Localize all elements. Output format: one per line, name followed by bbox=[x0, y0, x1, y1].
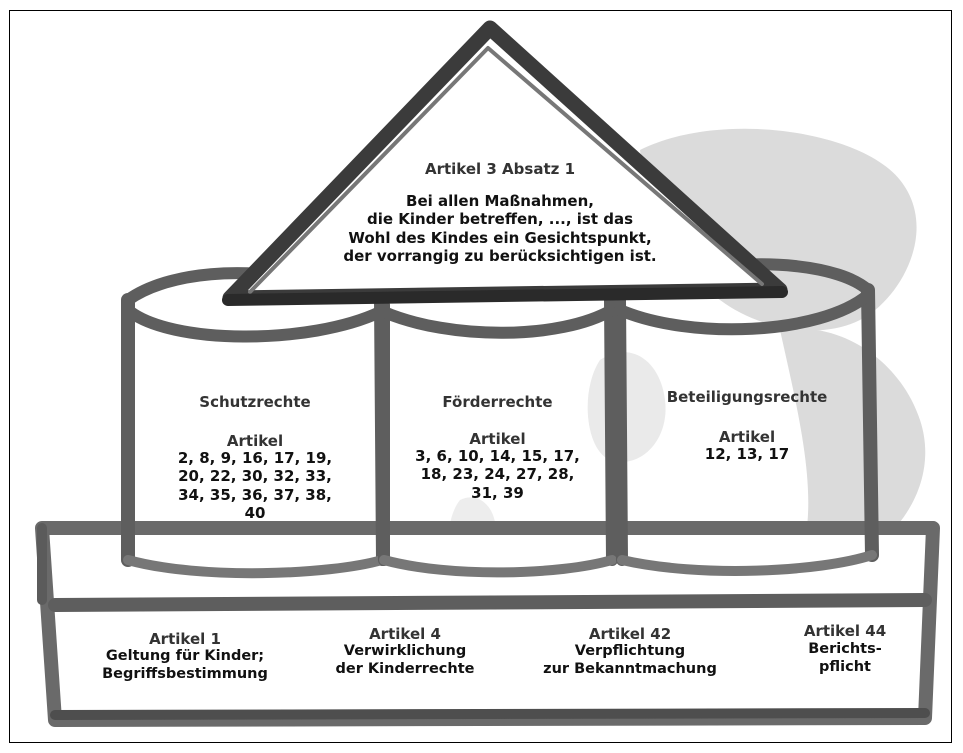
pillar-title-beteiligungsrechte: Beteiligungsrechte bbox=[666, 388, 828, 406]
pillar-label-schutzrechte: Artikel bbox=[226, 432, 284, 450]
base-text-artikel-42: Verpflichtung zur Bekanntmachung bbox=[543, 643, 717, 677]
base-text-artikel-44: Berichts- pflicht bbox=[808, 641, 882, 675]
base-heading-artikel-42: Artikel 42 bbox=[588, 625, 672, 643]
pillar-label-beteiligungsrechte: Artikel bbox=[718, 428, 776, 446]
base-text-artikel-1: Geltung für Kinder; Begriffsbestimmung bbox=[102, 648, 268, 682]
pillar-title-schutzrechte: Schutzrechte bbox=[199, 393, 311, 411]
base-heading-artikel-44: Artikel 44 bbox=[803, 622, 887, 640]
pillar-label-foerderrechte: Artikel bbox=[469, 430, 526, 448]
roof-text: Bei allen Maßnahmen, die Kinder betreffe… bbox=[343, 192, 657, 265]
pillar-middle bbox=[378, 294, 618, 578]
pillar-title-foerderrechte: Förderrechte bbox=[442, 393, 553, 411]
base-heading-artikel-4: Artikel 4 bbox=[369, 625, 441, 643]
base-text-artikel-4: Verwirklichung der Kinderrechte bbox=[335, 643, 475, 677]
roof-triangle bbox=[222, 20, 788, 306]
pillar-articles-beteiligungsrechte: 12, 13, 17 bbox=[704, 445, 790, 463]
diagram-frame bbox=[9, 10, 952, 743]
pillar-articles-schutzrechte: 2, 8, 9, 16, 17, 19, 20, 22, 30, 32, 33,… bbox=[177, 449, 333, 522]
pillar-articles-foerderrechte: 3, 6, 10, 14, 15, 17, 18, 23, 24, 27, 28… bbox=[415, 447, 580, 502]
base-heading-artikel-1: Artikel 1 bbox=[149, 630, 221, 648]
roof-heading: Artikel 3 Absatz 1 bbox=[424, 160, 576, 178]
